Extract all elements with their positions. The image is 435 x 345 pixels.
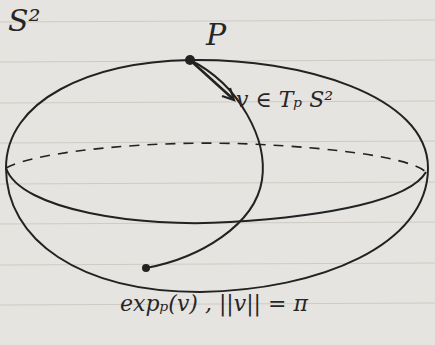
equator-back (6, 143, 426, 172)
sphere-outline (6, 60, 428, 292)
arrowhead (222, 88, 234, 100)
ruled-lines (0, 20, 435, 305)
point-p (185, 55, 195, 65)
sphere-name: S² (8, 4, 41, 37)
antipodal-point (142, 264, 150, 272)
tangent-vector (190, 60, 232, 98)
vector-label: v ∈ Tₚ S² (236, 88, 333, 112)
exp-label: expₚ(v) , ||v|| = π (120, 292, 308, 316)
equator-front (6, 168, 426, 223)
point-label: P (206, 18, 226, 51)
